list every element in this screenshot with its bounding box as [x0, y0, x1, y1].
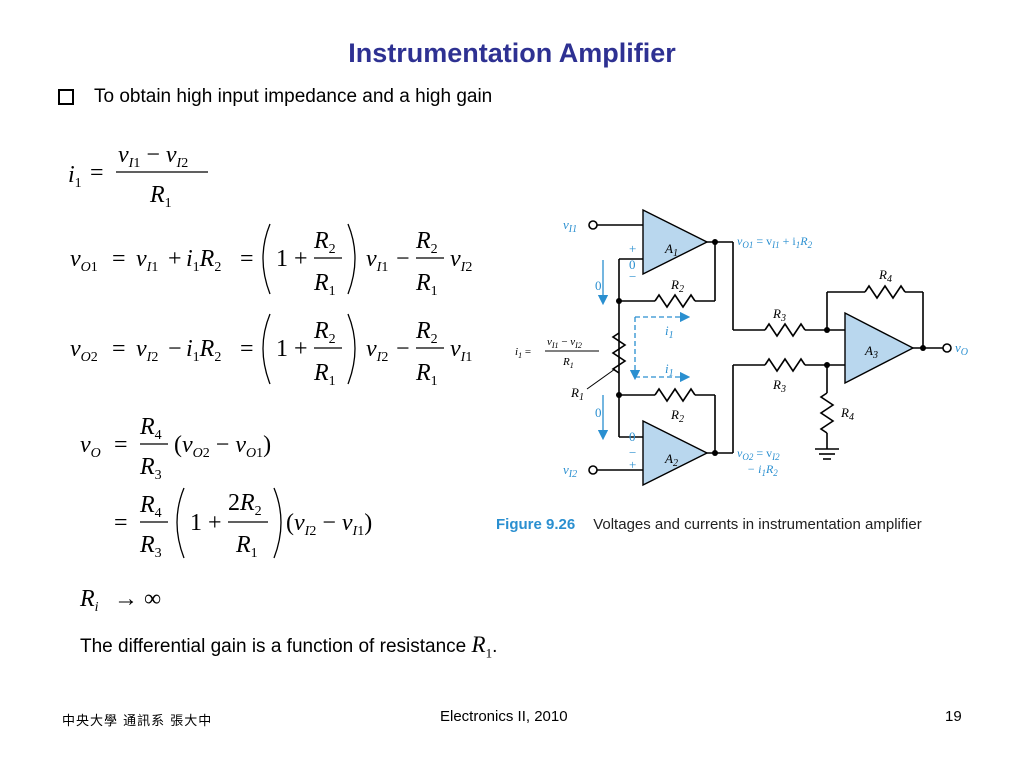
svg-text:vI2: vI2: [450, 246, 472, 275]
equation-vo: vO = R4 R3 (vO2 − vO1) = R4 R3 1 + 2R2 R…: [80, 414, 372, 561]
svg-text:(vO2 − vO1): (vO2 − vO1): [174, 432, 271, 461]
svg-text:1 +: 1 +: [190, 510, 222, 536]
note-end: .: [492, 636, 498, 657]
svg-text:vO: vO: [80, 432, 101, 461]
svg-text:i1: i1: [665, 323, 674, 341]
svg-text:R4: R4: [840, 405, 854, 423]
note-var-letter: R: [471, 632, 486, 657]
svg-text:2R2: 2R2: [228, 490, 262, 519]
svg-text:vI2: vI2: [366, 336, 388, 365]
svg-text:0: 0: [595, 405, 602, 420]
svg-text:i1R2: i1R2: [186, 246, 221, 275]
svg-text:=: =: [114, 432, 128, 458]
svg-text:vO: vO: [955, 340, 968, 358]
svg-text:0: 0: [629, 257, 636, 272]
svg-text:vI1: vI1: [563, 217, 577, 235]
svg-text:−: −: [168, 336, 182, 362]
svg-text:R3: R3: [139, 532, 162, 561]
slide-title: Instrumentation Amplifier: [348, 38, 676, 68]
svg-text:1 +: 1 +: [276, 246, 308, 272]
svg-text:vO2: vO2: [70, 336, 98, 365]
svg-text:R1: R1: [313, 270, 336, 299]
svg-text:=: =: [240, 336, 254, 362]
footer-affiliation: 中央大學 通訊系 張大中: [62, 714, 213, 729]
svg-text:R1: R1: [570, 385, 584, 403]
svg-text:R1: R1: [313, 360, 336, 389]
svg-text:R2: R2: [313, 228, 336, 257]
square-bullet-icon: [58, 89, 74, 105]
svg-text:vI1: vI1: [136, 246, 158, 275]
svg-text:−: −: [396, 246, 410, 272]
figure-caption-text: Voltages and currents in instrumentation…: [593, 516, 922, 533]
svg-text:R2: R2: [670, 407, 684, 425]
svg-text:vI1: vI1: [366, 246, 388, 275]
svg-text:=: =: [240, 246, 254, 272]
svg-text:→ ∞: → ∞: [114, 586, 161, 612]
svg-text:R4: R4: [139, 492, 162, 521]
svg-text:=: =: [90, 160, 104, 186]
equation-vo1: vO1 = vI1 + i1R2 = 1 + R2 R1 vI1 − R2 R1…: [70, 223, 472, 299]
svg-text:R1: R1: [149, 182, 172, 211]
equation-current: i1 = vI1 − vI2 R1: [68, 142, 208, 211]
gain-note: The differential gain is a function of r…: [80, 632, 497, 662]
svg-text:− i1R2: − i1R2: [747, 462, 778, 478]
svg-text:R1: R1: [235, 532, 258, 561]
svg-text:R3: R3: [139, 454, 162, 483]
svg-text:i1 =: i1 =: [515, 346, 531, 360]
svg-text:+: +: [168, 246, 182, 272]
svg-text:R1: R1: [415, 360, 438, 389]
svg-text:R2: R2: [313, 318, 336, 347]
svg-text:vI1: vI1: [450, 336, 472, 365]
page-number: 19: [945, 708, 962, 725]
svg-text:i1: i1: [665, 361, 674, 379]
svg-text:+: +: [629, 241, 636, 256]
svg-text:vO2 = vI2: vO2 = vI2: [737, 446, 780, 462]
equation-vo2: vO2 = vI2 − i1R2 = 1 + R2 R1 vI2 − R2 R1…: [70, 313, 472, 389]
svg-text:vO1 = vI1 + i1R2: vO1 = vI1 + i1R2: [737, 234, 813, 250]
svg-text:R1: R1: [562, 356, 574, 370]
bullet-text: To obtain high input impedance and a hig…: [94, 86, 493, 107]
svg-text:=: =: [112, 246, 126, 272]
note-var-subscript: 1: [485, 645, 493, 661]
svg-text:R4: R4: [878, 267, 892, 285]
svg-text:Ri: Ri: [79, 586, 99, 615]
note-variable: R1: [471, 632, 493, 661]
svg-text:vI2: vI2: [136, 336, 158, 365]
svg-text:+: +: [629, 457, 636, 472]
svg-text:i1: i1: [68, 162, 82, 191]
svg-text:R2: R2: [670, 277, 684, 295]
instrumentation-amp-circuit: vI1 vI2 +0− 0−+ 0 0 i1 i1 vO1 = vI1 + i1…: [515, 208, 968, 487]
svg-text:(vI2 − vI1): (vI2 − vI1): [286, 510, 372, 539]
svg-text:0: 0: [595, 278, 602, 293]
svg-text:=: =: [112, 336, 126, 362]
bullet-item: To obtain high input impedance and a hig…: [58, 86, 492, 108]
note-text: The differential gain is a function of r…: [80, 636, 467, 657]
figure-caption: Figure 9.26 Voltages and currents in inst…: [496, 516, 922, 533]
svg-text:−: −: [396, 336, 410, 362]
svg-text:−: −: [629, 269, 636, 284]
svg-text:R1: R1: [415, 270, 438, 299]
svg-text:vI1 − vI2: vI1 − vI2: [547, 336, 582, 350]
svg-text:R2: R2: [415, 318, 438, 347]
equation-ri: Ri → ∞: [79, 586, 161, 615]
svg-text:R3: R3: [772, 306, 786, 324]
svg-text:R3: R3: [772, 377, 786, 395]
svg-text:i1R2: i1R2: [186, 336, 221, 365]
svg-text:R4: R4: [139, 414, 162, 443]
svg-text:=: =: [114, 510, 128, 536]
svg-text:0: 0: [629, 429, 636, 444]
figure-number: Figure 9.26: [496, 516, 576, 533]
svg-text:vO1: vO1: [70, 246, 98, 275]
svg-text:vI2: vI2: [563, 462, 577, 480]
svg-text:−: −: [629, 445, 636, 460]
svg-text:vI1 − vI2: vI1 − vI2: [118, 142, 188, 171]
footer-course: Electronics II, 2010: [440, 708, 568, 725]
svg-text:R2: R2: [415, 228, 438, 257]
svg-text:1 +: 1 +: [276, 336, 308, 362]
